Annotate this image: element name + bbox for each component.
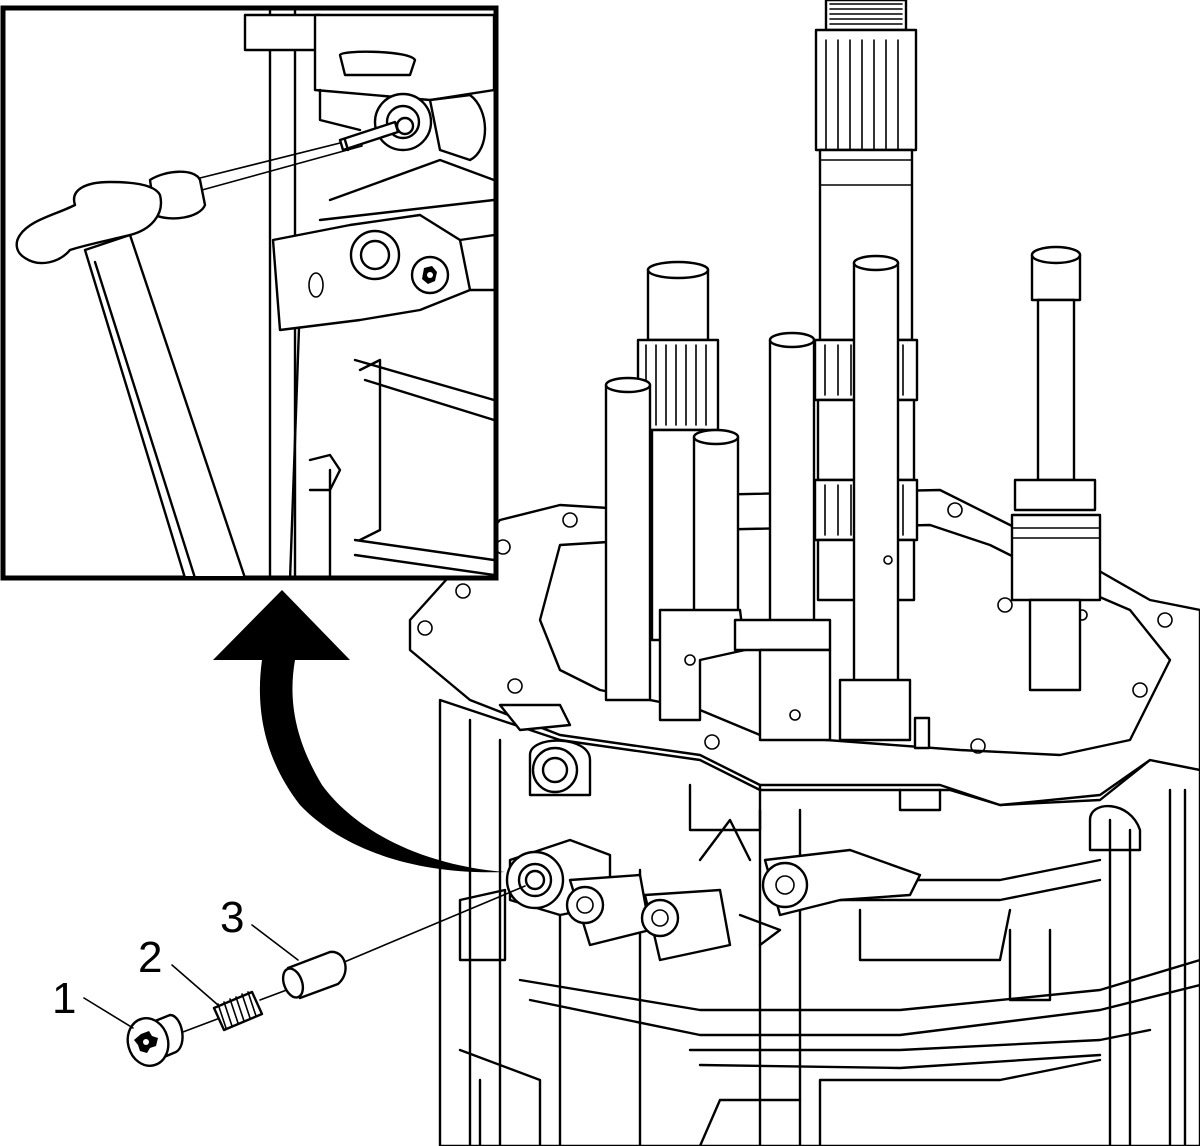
explode-axis-line [329,885,526,969]
detent-bosses [458,703,922,962]
detent-pin-part-3 [281,950,347,1000]
exploded-parts: 1 2 3 [52,885,526,1067]
curved-arrow-icon [213,590,505,873]
plug-part-1 [126,1013,184,1067]
leader-line-1 [83,997,134,1029]
leader-line-2 [171,964,219,1006]
inset-detail-view [0,5,499,581]
callout-1: 1 [52,974,76,1023]
shafts-and-rails [604,0,1102,750]
callout-2: 2 [138,933,162,982]
detent-spring-part-2 [212,990,264,1032]
leader-line-3 [251,924,299,961]
callout-3: 3 [220,893,244,942]
